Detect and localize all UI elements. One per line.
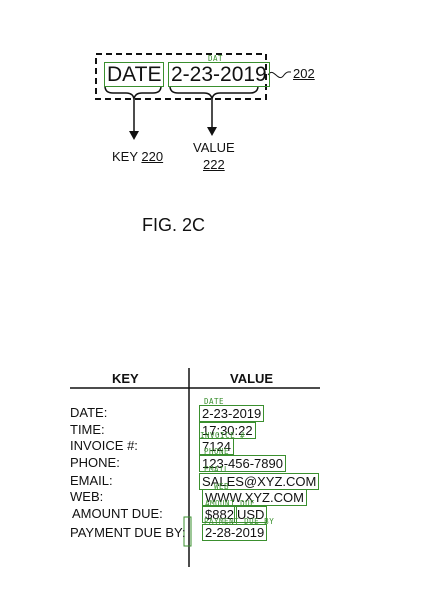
figure-caption: FIG. 2C [142,215,206,235]
table-value-date: 2-23-2019 [199,405,265,422]
key-brace [104,85,162,100]
annotation-amount-due: AMOUNT DUE [205,499,256,508]
table-key-amount-due: AMOUNT DUE: [72,506,163,521]
table-value-currency: USD [234,506,268,523]
leader-squiggle-202 [267,71,292,79]
table-key-web: WEB: [70,489,104,504]
table-key-time: TIME: [70,422,105,437]
key-caption: KEY 220 [112,149,163,164]
table-key-invoice: INVOICE #: [70,438,138,453]
table-key-date: DATE: [70,405,108,420]
annotation-invoice: INVOICE # [200,431,246,440]
detection-box-divider [183,516,192,547]
annotation-phone: PHONE [204,447,230,456]
annotation-web: WEB [214,482,230,491]
table-value-amount: $882 [202,506,237,523]
table-key-email: EMAIL: [70,473,113,488]
table-value-web: WWW.XYZ.COM [202,489,307,506]
value-label: VALUE [193,140,235,155]
key-ref-220: 220 [141,149,164,164]
value-text-date: 2-23-2019 [168,62,270,87]
table-value-invoice: 7124 [199,438,234,455]
annotation-email: EMAIL [204,465,230,474]
table-value-payment-due-by: 2-28-2019 [202,524,268,541]
table-key-phone: PHONE: [70,455,120,470]
table-value-phone: 123-456-7890 [199,455,286,472]
ref-202: 202 [293,66,315,81]
annotation-payment-due-by: PAYMENT DUE BY [204,517,275,526]
key-text-date: DATE [104,62,165,87]
annotation-dat: DAT [208,54,224,63]
key-label: KEY [112,149,138,164]
value-arrow-head [207,127,217,136]
table-key-payment-due-by: PAYMENT DUE BY: [70,525,186,540]
value-ref-222: 222 [203,157,225,172]
dashed-region-box [95,53,267,100]
table-value-header: VALUE [230,371,274,386]
value-brace [169,85,259,100]
key-arrow-head [129,131,139,140]
annotation-date: DATE [204,397,225,406]
table-key-header: KEY [112,371,139,386]
